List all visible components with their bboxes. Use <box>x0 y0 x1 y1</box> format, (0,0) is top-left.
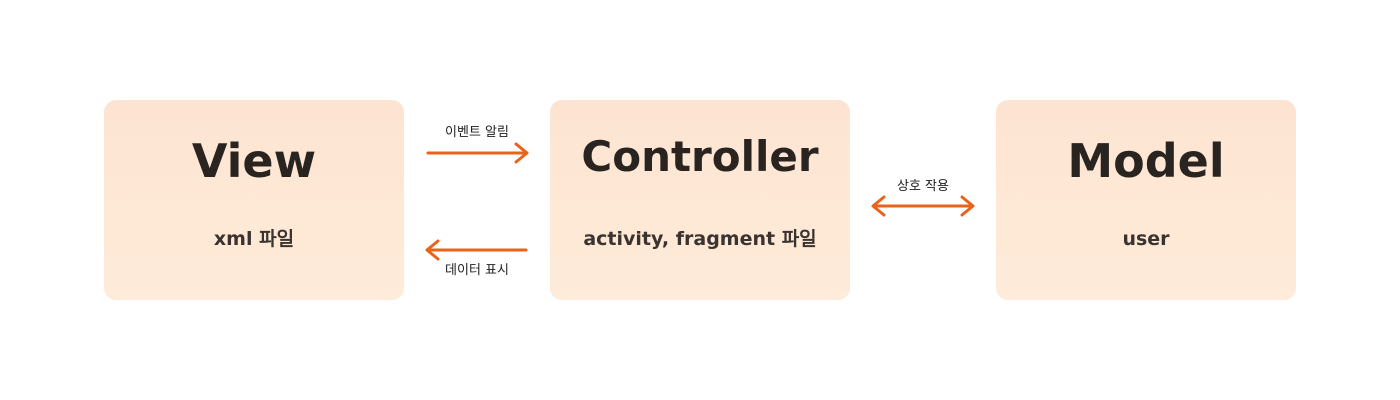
event-arrow <box>426 142 529 164</box>
view-subtitle: xml 파일 <box>213 228 295 250</box>
view-box: View xml 파일 <box>104 100 404 300</box>
event-arrow-label: 이벤트 알림 <box>445 125 509 140</box>
model-subtitle: user <box>1122 228 1170 250</box>
data-arrow-label: 데이터 표시 <box>445 263 509 278</box>
interaction-arrow-label: 상호 작용 <box>897 179 949 194</box>
controller-box: Controller activity, fragment 파일 <box>550 100 850 300</box>
controller-subtitle: activity, fragment 파일 <box>583 228 817 250</box>
interaction-arrow <box>871 195 975 217</box>
view-title: View <box>191 134 317 188</box>
data-arrow <box>425 239 528 261</box>
model-box: Model user <box>996 100 1296 300</box>
controller-title: Controller <box>581 132 819 181</box>
model-title: Model <box>1067 134 1225 188</box>
